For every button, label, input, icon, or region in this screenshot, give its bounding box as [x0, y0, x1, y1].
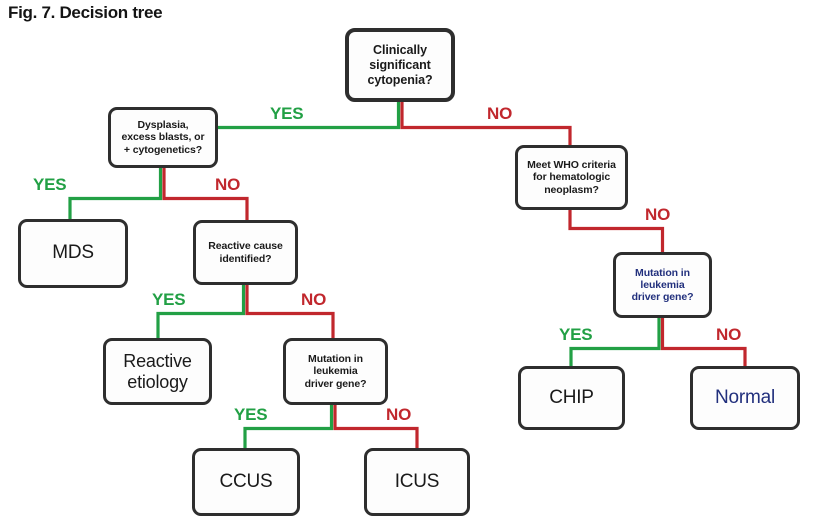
node-dysplasia-excess-blasts[interactable]: Dysplasia,excess blasts, or+ cytogenetic…	[108, 107, 218, 168]
edge-label-mutation-right-yes: YES	[559, 325, 593, 344]
edge-reactive-yes	[156, 285, 246, 338]
node-mds[interactable]: MDS	[18, 219, 128, 288]
node-label: CCUS	[219, 470, 273, 492]
node-label: Dysplasia,excess blasts, or+ cytogenetic…	[121, 119, 205, 156]
edge-mutation-left-yes	[243, 405, 334, 448]
edge-dysplasia-no	[162, 168, 249, 220]
node-icus[interactable]: ICUS	[364, 448, 470, 516]
node-ccus[interactable]: CCUS	[192, 448, 300, 516]
edge-mutation-right-no	[660, 318, 747, 366]
edge-label-mutation-right-no: NO	[716, 325, 742, 344]
node-label: ICUS	[394, 470, 440, 492]
figure-title: Fig. 7. Decision tree	[8, 3, 163, 22]
node-normal[interactable]: Normal	[690, 366, 800, 430]
node-label: MDS	[52, 242, 94, 264]
edge-label-mutation-left-yes: YES	[234, 405, 268, 424]
edge-label-root-yes: YES	[270, 104, 304, 123]
edge-who-no	[568, 210, 665, 252]
edge-root-yes	[218, 102, 401, 130]
edge-mutation-right-yes	[569, 318, 661, 366]
edge-label-dysplasia-no: NO	[215, 175, 241, 194]
edge-dysplasia-yes	[68, 168, 163, 219]
edge-label-reactive-yes: YES	[152, 290, 186, 309]
edge-reactive-no	[245, 285, 335, 338]
node-chip[interactable]: CHIP	[518, 366, 625, 430]
edge-label-dysplasia-yes: YES	[33, 175, 67, 194]
node-label: Normal	[714, 386, 776, 408]
edge-label-mutation-left-no: NO	[386, 405, 412, 424]
edge-root-no	[400, 102, 572, 145]
edge-label-who-no: NO	[645, 205, 671, 224]
edge-mutation-left-no	[333, 405, 419, 448]
edge-label-reactive-no: NO	[301, 290, 327, 309]
node-label: CHIP	[549, 386, 594, 408]
edge-label-root-no: NO	[487, 104, 513, 123]
